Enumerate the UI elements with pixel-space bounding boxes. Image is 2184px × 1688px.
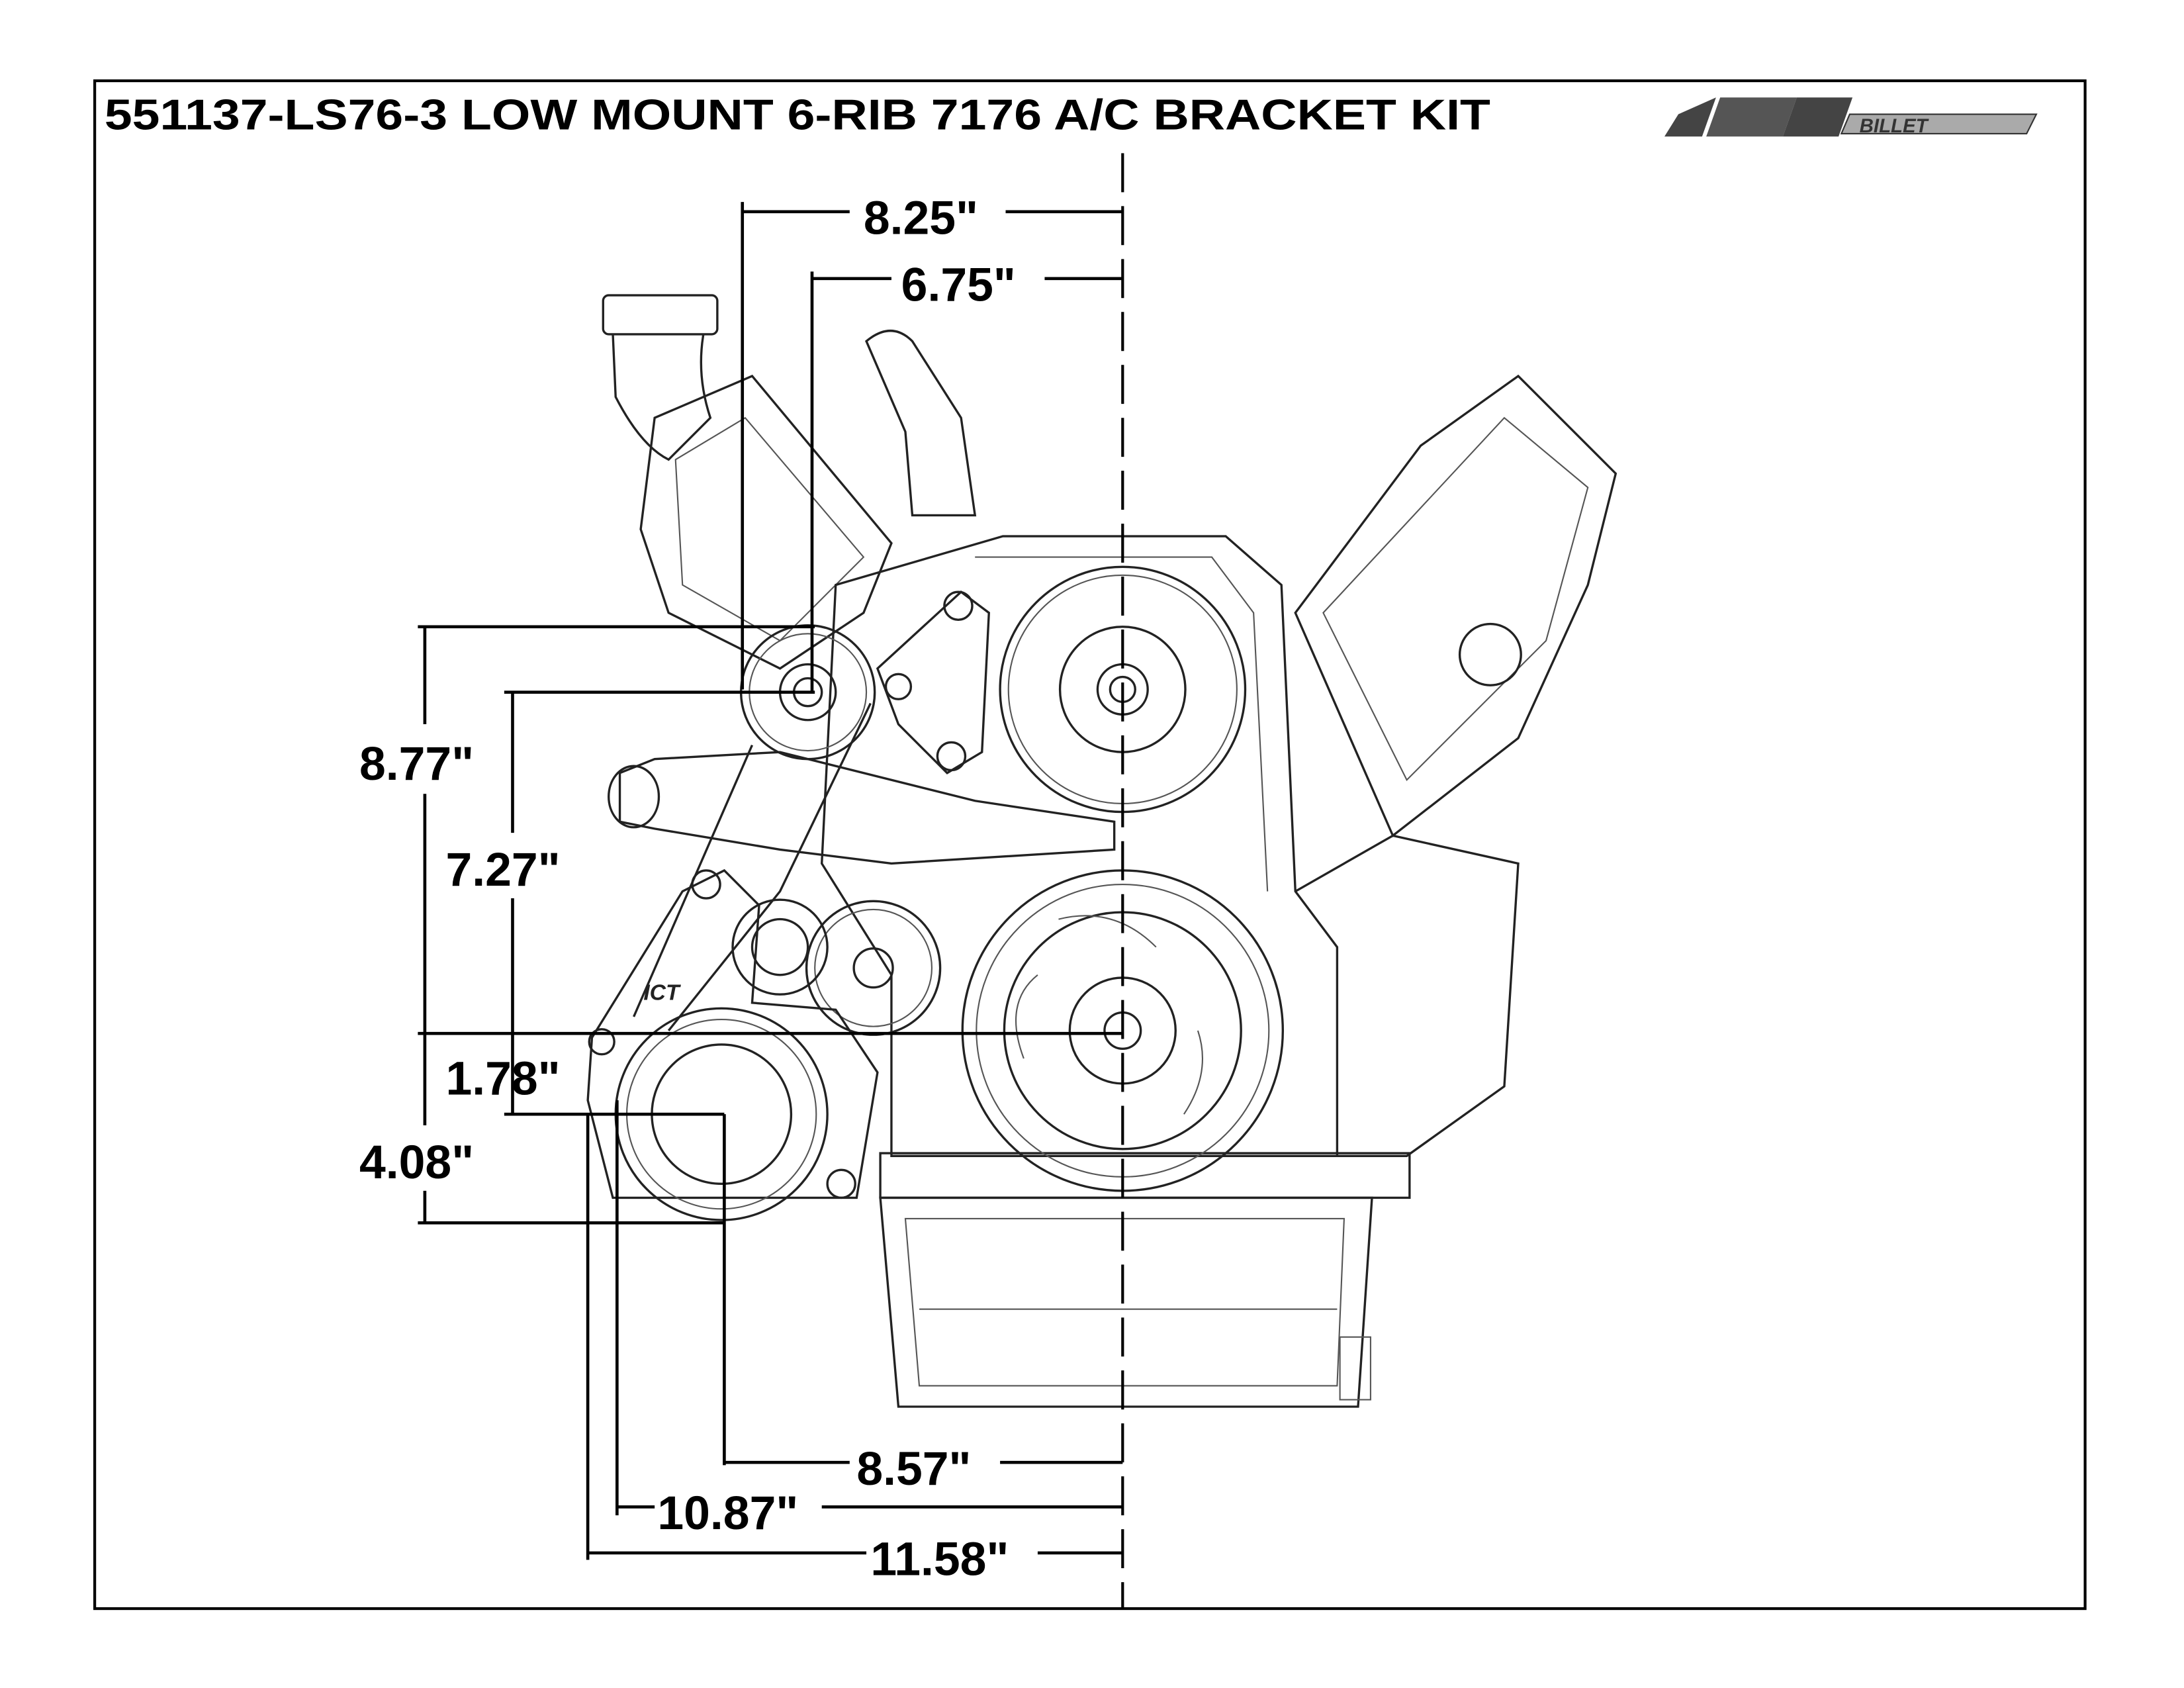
dim-bottom-3: 11.58" <box>870 1533 1009 1586</box>
dim-top-outer: 8.25" <box>864 191 978 244</box>
dimension-lines <box>418 202 1123 1560</box>
bracket-upper <box>876 590 990 774</box>
svg-text:ICT: ICT <box>643 981 681 1006</box>
dim-bottom-2: 10.87" <box>657 1487 798 1540</box>
dim-left-lower: 4.08" <box>359 1136 474 1189</box>
dim-left-small: 1.78" <box>445 1053 560 1105</box>
idler-pulleys <box>731 898 942 1036</box>
dim-bottom-1: 8.57" <box>856 1442 971 1495</box>
drawing-border <box>93 79 2087 1611</box>
dim-left-outer: 8.77" <box>359 737 474 790</box>
ac-bracket-lower: ICT <box>586 868 879 1199</box>
serpentine-belt <box>633 702 872 1031</box>
svg-text:BILLET: BILLET <box>1860 115 1930 137</box>
dim-top-inner: 6.75" <box>901 258 1016 311</box>
drawing-title: 551137-LS76-3 LOW MOUNT 6-RIB 7176 A/C B… <box>105 91 1490 139</box>
ict-billet-logo: BILLET <box>1664 97 2038 137</box>
dim-left-inner: 7.27" <box>445 843 560 896</box>
engine-outline <box>602 294 1617 1408</box>
